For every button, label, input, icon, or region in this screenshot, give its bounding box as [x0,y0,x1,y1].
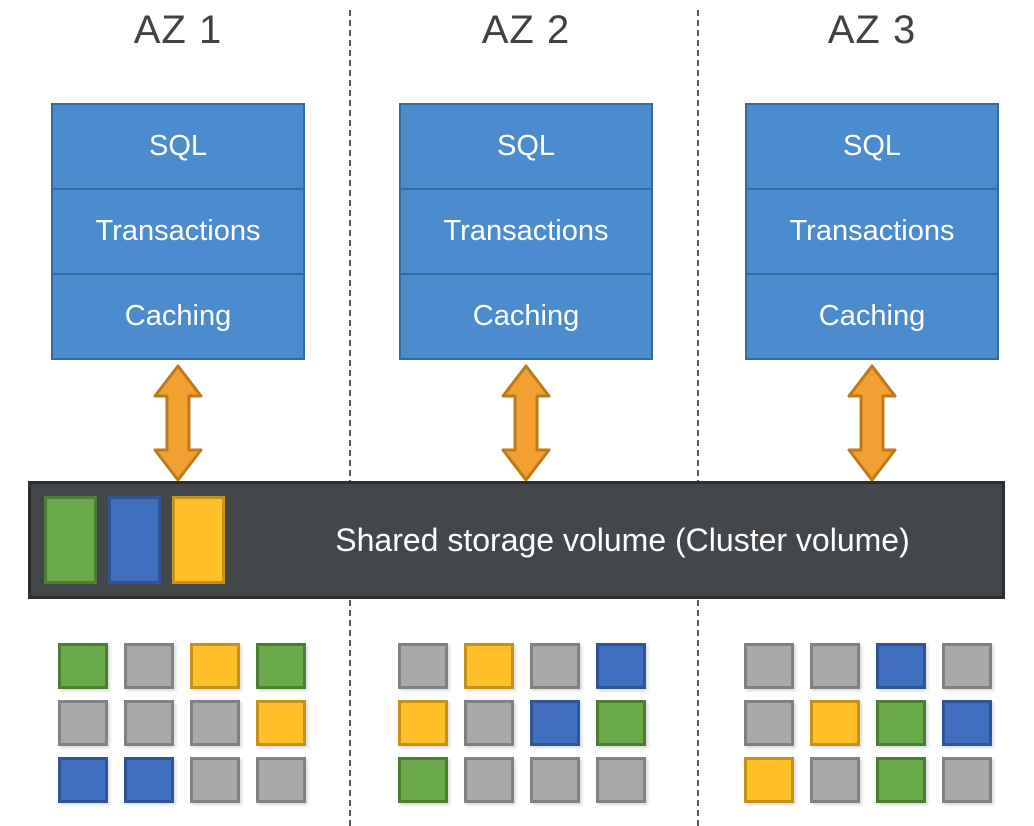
data-block-gray [464,700,514,746]
data-block-blue [942,700,992,746]
data-block-blue [124,757,174,803]
az3-data-block-grid [744,643,992,803]
az3-instance-stack: SQL Transactions Caching [745,103,999,360]
data-block-blue [530,700,580,746]
storage-segment-green [44,496,97,584]
az-separator-line [349,10,351,826]
data-block-gray [190,757,240,803]
transactions-layer: Transactions [53,190,303,275]
data-block-blue [876,643,926,689]
caching-layer: Caching [124,300,232,332]
data-block-gray [530,757,580,803]
data-block-gray [124,643,174,689]
double-arrow-icon [153,364,203,482]
double-arrow-shape [847,364,897,482]
data-block-green [398,757,448,803]
data-block-yellow [256,700,306,746]
data-block-yellow [810,700,860,746]
data-block-green [58,643,108,689]
data-block-gray [810,643,860,689]
data-block-gray [596,757,646,803]
data-block-green [876,700,926,746]
az3-label: AZ 3 [827,8,917,52]
data-block-yellow [464,643,514,689]
data-block-gray [256,757,306,803]
data-block-gray [810,757,860,803]
data-block-green [596,700,646,746]
data-block-yellow [398,700,448,746]
double-arrow-icon [501,364,551,482]
storage-segment-yellow [172,496,225,584]
shared-storage-volume: Shared storage volume (Cluster volume) [28,481,1005,599]
data-block-gray [58,700,108,746]
data-block-green [256,643,306,689]
data-block-blue [596,643,646,689]
data-block-yellow [744,757,794,803]
az1-instance-stack: SQL Transactions Caching [51,103,305,360]
data-block-gray [190,700,240,746]
data-block-green [876,757,926,803]
az-separator-line [697,10,699,826]
data-block-gray [124,700,174,746]
data-block-gray [744,700,794,746]
data-block-gray [942,643,992,689]
double-arrow-shape [153,364,203,482]
data-block-gray [942,757,992,803]
data-block-yellow [190,643,240,689]
sql-layer: SQL [747,105,997,190]
transactions-layer: Transactions [401,190,651,275]
az2-label: AZ 2 [481,8,571,52]
double-arrow-shape [501,364,551,482]
storage-segment-group [44,496,225,584]
data-block-gray [398,643,448,689]
az2-instance-stack: SQL Transactions Caching [399,103,653,360]
storage-segment-blue [108,496,161,584]
data-block-gray [530,643,580,689]
double-arrow-icon [847,364,897,482]
caching-layer: Caching [818,300,926,332]
data-block-blue [58,757,108,803]
az1-label: AZ 1 [133,8,223,52]
sql-layer: SQL [401,105,651,190]
transactions-layer: Transactions [747,190,997,275]
sql-layer: SQL [53,105,303,190]
data-block-gray [464,757,514,803]
data-block-gray [744,643,794,689]
az2-data-block-grid [398,643,646,803]
az1-data-block-grid [58,643,306,803]
storage-volume-label: Shared storage volume (Cluster volume) [335,521,910,558]
caching-layer: Caching [472,300,580,332]
